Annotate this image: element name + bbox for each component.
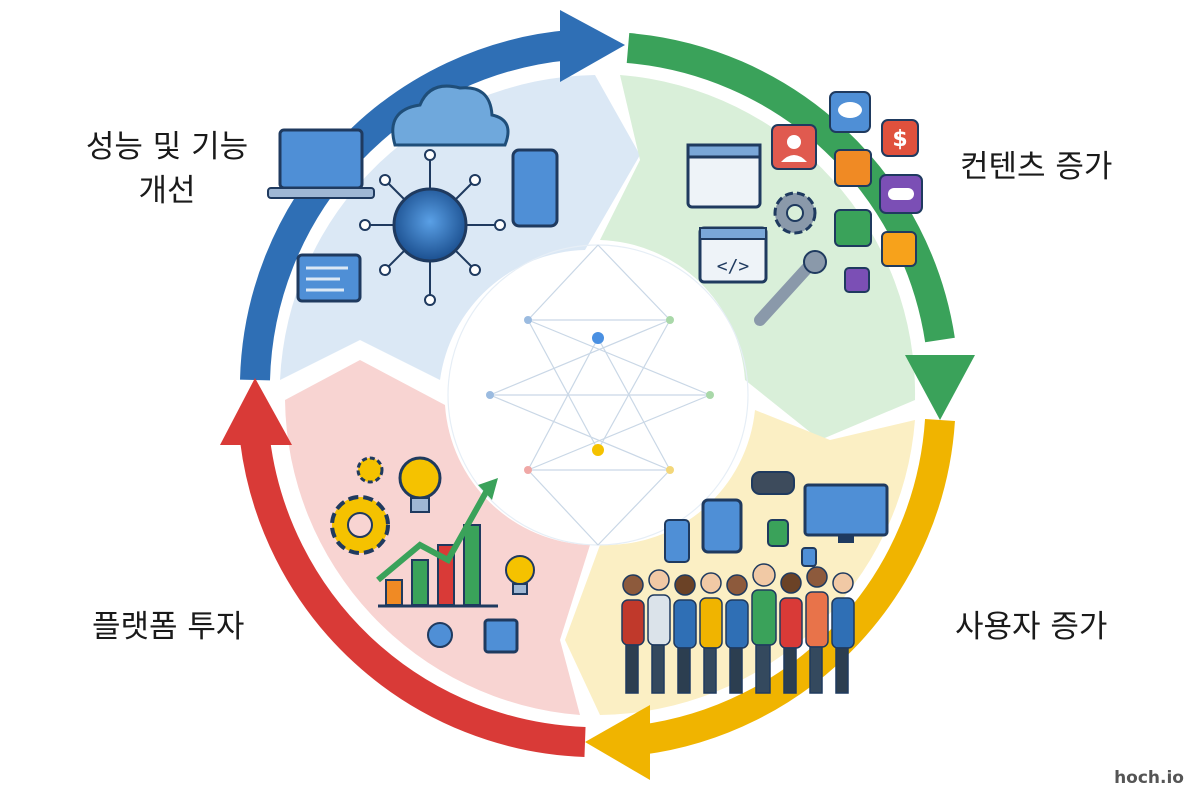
- gear-pair-icon: [330, 456, 390, 555]
- label-content-growth: 컨텐츠 증가: [960, 149, 1113, 185]
- gamepad-icon: [879, 174, 923, 214]
- pen-icon: [844, 267, 870, 293]
- central-network: [447, 244, 749, 546]
- red-arrowhead: [220, 378, 292, 445]
- smartwatch-icon: [767, 519, 817, 567]
- label-performance-improvement: 성능 및 기능 개선: [82, 125, 252, 213]
- app-tiles-icon: [834, 149, 917, 267]
- growth-chart-icon: [376, 478, 498, 608]
- chip-icon: [483, 618, 519, 654]
- network-nodes: [486, 316, 714, 474]
- network-hub-icon: [359, 149, 506, 306]
- watermark: hoch.io: [1114, 768, 1184, 788]
- svg-text:</>: </>: [717, 256, 750, 277]
- wrench-icon: [754, 250, 827, 326]
- user-profile-icon: [771, 124, 817, 170]
- yellow-arrowhead: [585, 705, 650, 780]
- svg-text:$: $: [892, 127, 907, 152]
- label-user-growth: 사용자 증가: [955, 609, 1108, 645]
- red-quadrant: [285, 360, 590, 715]
- tablet-icon: [664, 498, 743, 563]
- label-platform-investment: 플랫폼 투자: [92, 609, 245, 645]
- blue-arrowhead: [560, 10, 625, 82]
- monitor-icon: [803, 483, 889, 543]
- vr-headset-icon: [751, 471, 795, 495]
- code-window-icon: </>: [698, 226, 768, 284]
- network-node-icon: [427, 622, 453, 648]
- label-performance-line1: 성능 및 기능: [85, 129, 249, 165]
- lightbulb-icon: [398, 456, 535, 595]
- code-panel-icon: [296, 253, 362, 303]
- dollar-icon: $: [881, 119, 919, 157]
- smartphone-icon: [511, 148, 559, 228]
- people-group-icon: [621, 563, 855, 694]
- cloud-icon: [391, 84, 510, 147]
- chat-bubble-icon: [829, 91, 871, 133]
- green-arrow: [626, 33, 955, 343]
- gear-icon: [773, 191, 817, 235]
- red-arrow: [240, 438, 586, 757]
- label-performance-line2: 개선: [138, 173, 196, 209]
- laptop-icon: [267, 128, 375, 199]
- green-arrowhead: [905, 355, 975, 420]
- browser-window-icon: [686, 143, 762, 209]
